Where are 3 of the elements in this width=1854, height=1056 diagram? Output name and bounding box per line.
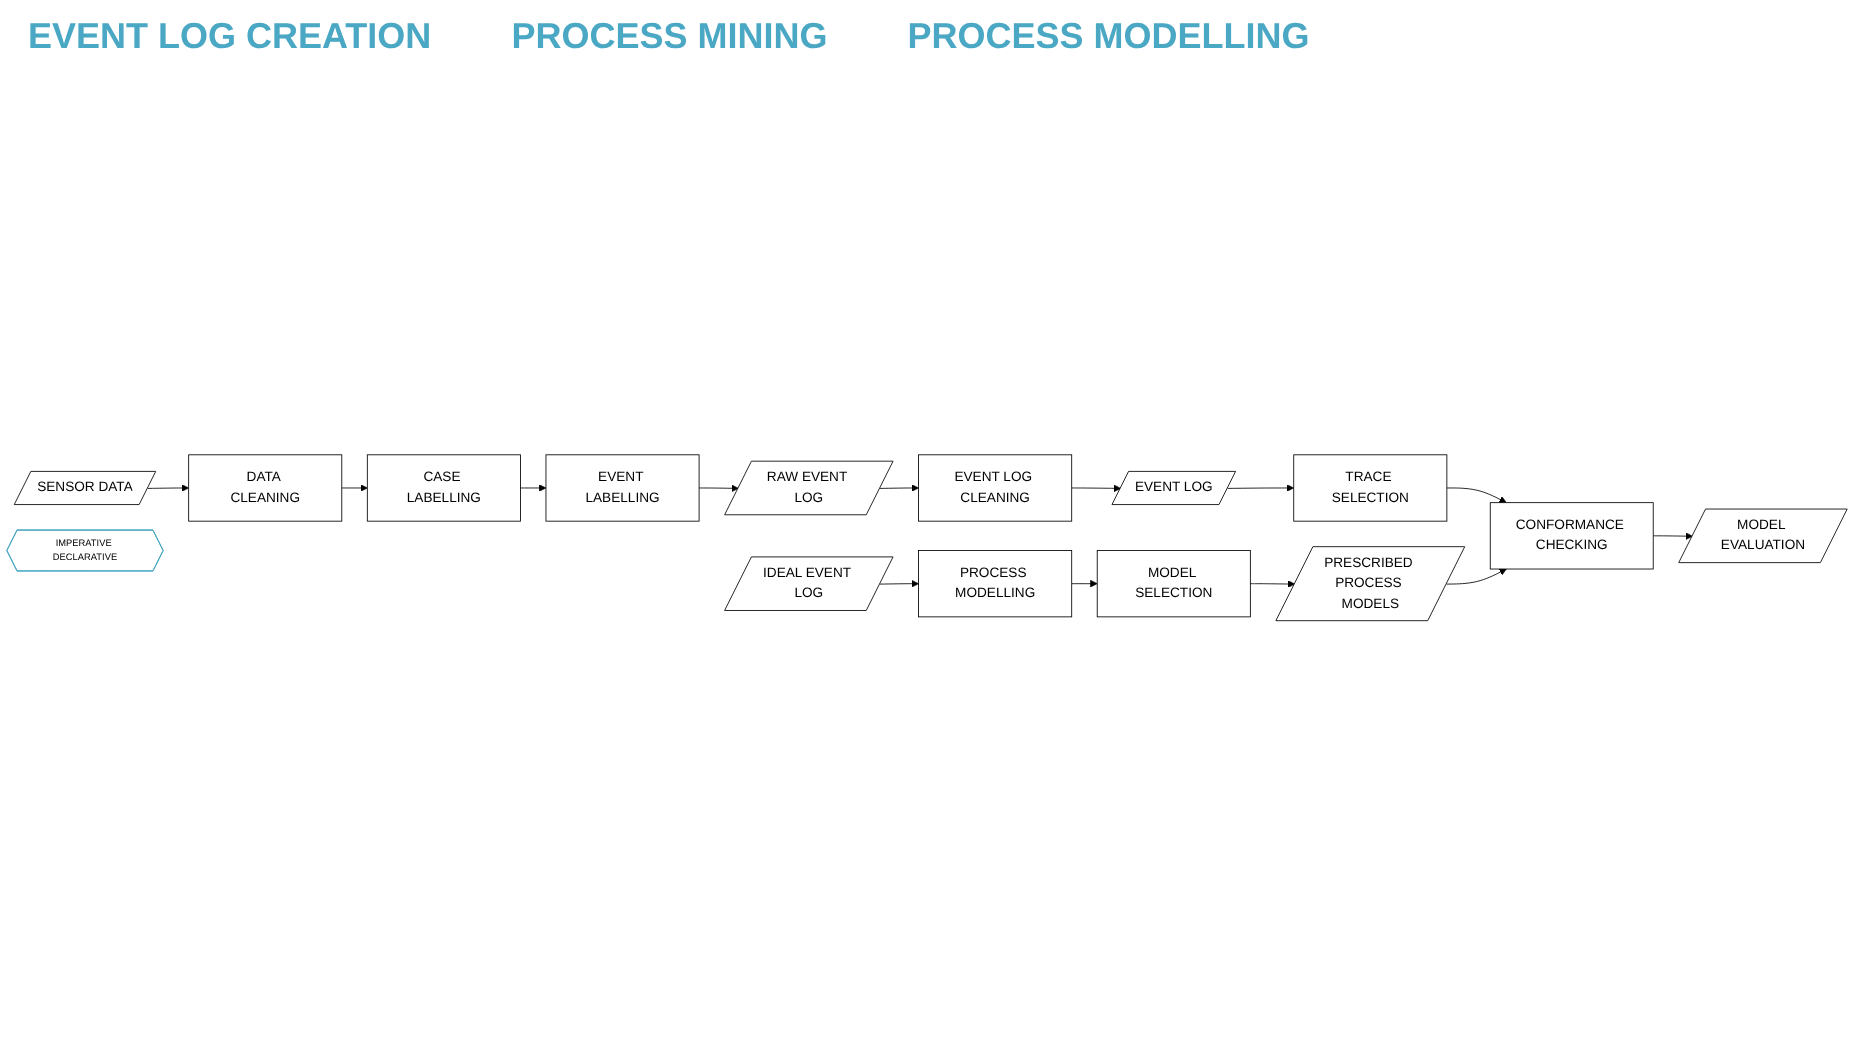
section-heading: EVENT LOG CREATION (28, 16, 432, 58)
section-heading: PROCESS MINING (511, 16, 828, 58)
section-heading: PROCESS MODELLING (907, 16, 1310, 58)
